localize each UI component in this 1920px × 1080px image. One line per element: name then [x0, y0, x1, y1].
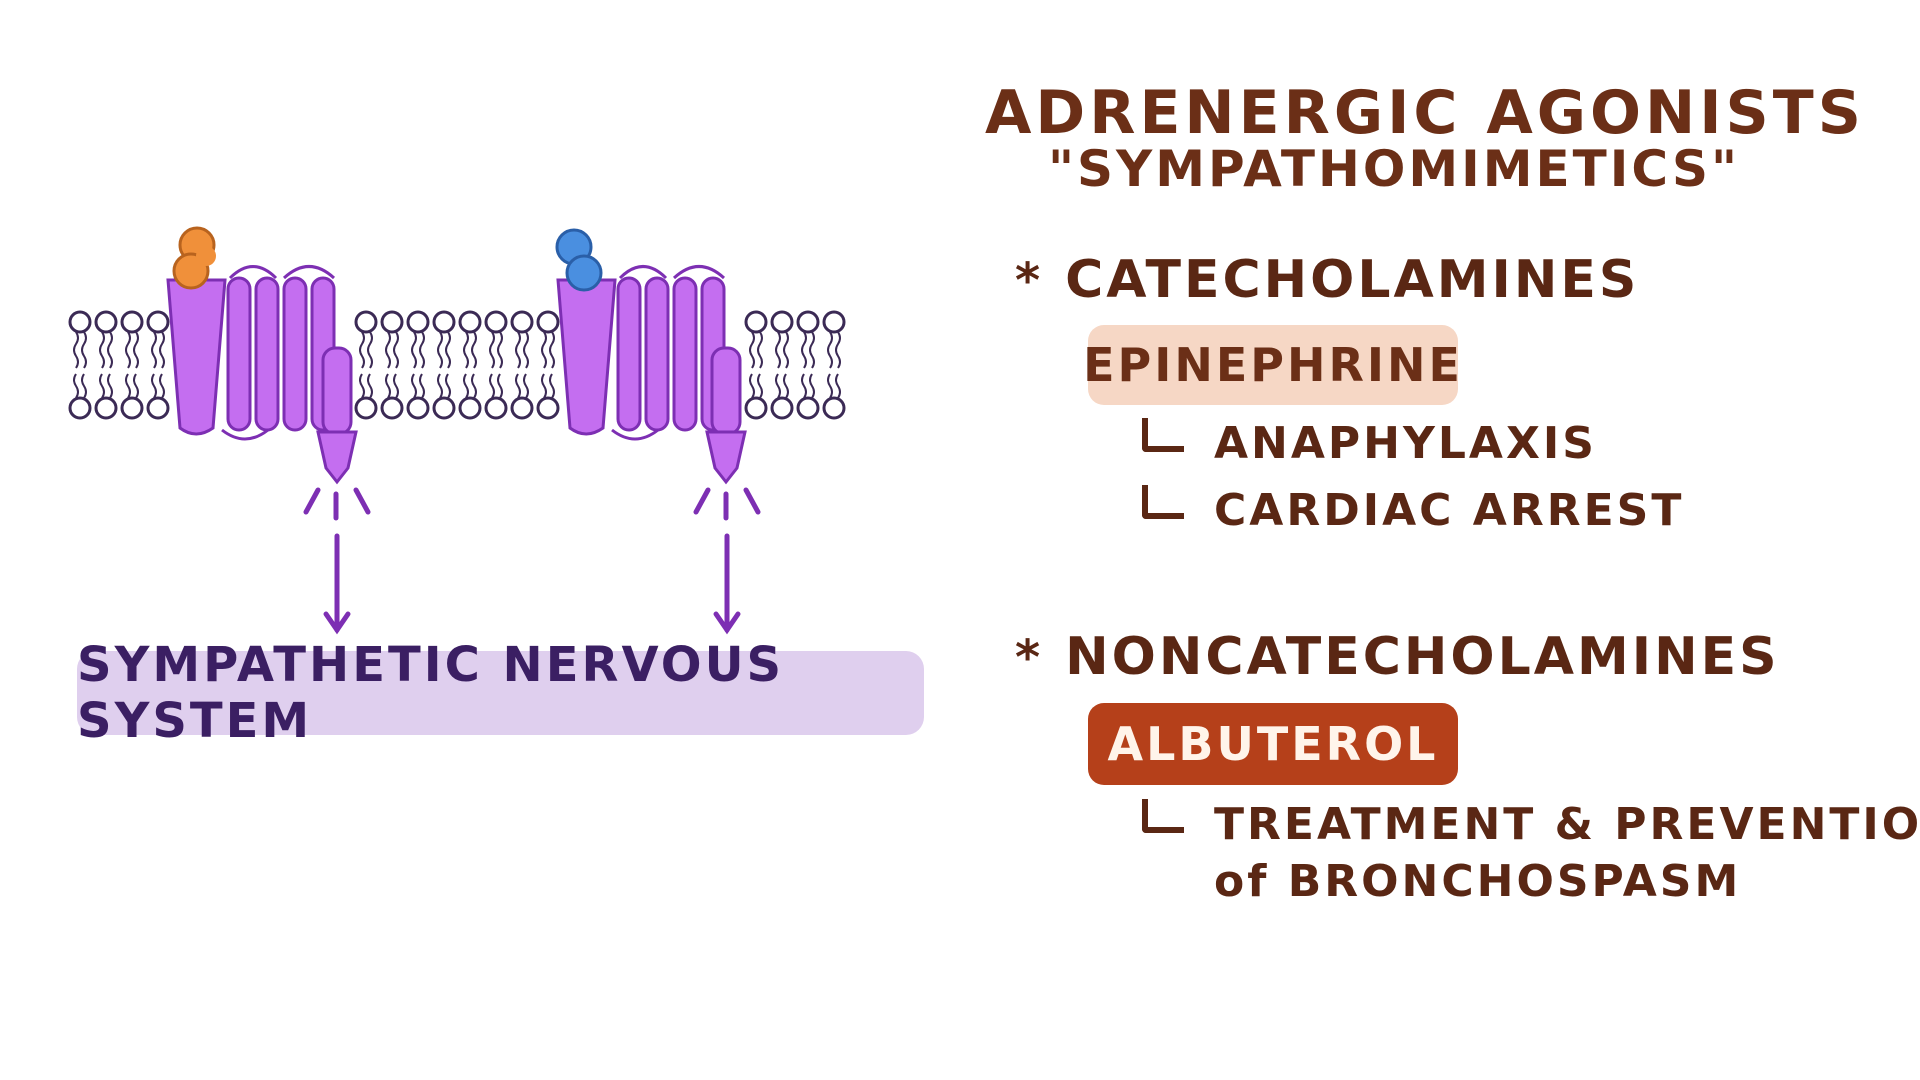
lipid-bilayer-membrane — [68, 310, 846, 420]
lipid-tail — [515, 331, 529, 399]
lipid-head-inner — [68, 396, 92, 420]
lipid-tail — [489, 331, 503, 399]
branch-connector-icon — [1142, 418, 1184, 452]
lipid-tail — [73, 331, 87, 399]
use-anaphylaxis-text: ANAPHYLAXIS — [1214, 418, 1597, 469]
lipid-head-outer — [484, 310, 508, 334]
signal-burst-right — [693, 487, 761, 521]
lipid-tail — [827, 331, 841, 399]
lipid-tail — [541, 331, 555, 399]
lipid-tail — [749, 331, 763, 399]
lipid-head-inner — [146, 396, 170, 420]
lipid-head-inner — [744, 396, 768, 420]
lipid-head-outer — [146, 310, 170, 334]
lipid-head-inner — [458, 396, 482, 420]
lipid-head-inner — [796, 396, 820, 420]
sympathetic-nervous-system-label: SYMPATHETIC NERVOUS SYSTEM — [77, 637, 924, 749]
lipid-head-outer — [432, 310, 456, 334]
albuterol-badge: ALBUTEROL — [1088, 703, 1458, 785]
use-treatment-prevention: TREATMENT & PREVENTION — [1142, 799, 1920, 850]
catecholamines-heading-text: CATECHOLAMINES — [1065, 250, 1640, 310]
lipid-head-inner — [120, 396, 144, 420]
page-title: ADRENERGIC AGONISTS — [985, 78, 1865, 148]
use-bronchospasm: of BRONCHOSPASM — [1214, 856, 1742, 907]
lipid-head-outer — [796, 310, 820, 334]
use-anaphylaxis: ANAPHYLAXIS — [1142, 418, 1597, 469]
lipid-head-outer — [406, 310, 430, 334]
lipid-head-inner — [432, 396, 456, 420]
noncatecholamines-heading: * NONCATECHOLAMINES — [1015, 627, 1780, 687]
blue-ligand — [555, 228, 603, 292]
lipid-tail — [411, 331, 425, 399]
noncatecholamines-heading-text: NONCATECHOLAMINES — [1065, 627, 1780, 687]
branch-connector-icon — [1142, 799, 1184, 833]
lipid-tail — [151, 331, 165, 399]
lipid-head-outer — [510, 310, 534, 334]
lipid-head-outer — [458, 310, 482, 334]
lipid-head-outer — [354, 310, 378, 334]
use-treatment-prevention-text: TREATMENT & PREVENTION — [1214, 799, 1920, 850]
epinephrine-badge: EPINEPHRINE — [1083, 325, 1460, 405]
branch-connector-icon — [1142, 485, 1184, 519]
lipid-head-inner — [380, 396, 404, 420]
signal-burst-left — [303, 487, 371, 521]
orange-ligand — [172, 226, 216, 290]
gpcr-receptor-left — [166, 265, 358, 485]
page-subtitle: "SYMPATHOMIMETICS" — [1048, 140, 1741, 198]
lipid-head-outer — [68, 310, 92, 334]
lipid-head-inner — [94, 396, 118, 420]
lipid-head-inner — [770, 396, 794, 420]
use-cardiac-arrest: CARDIAC ARREST — [1142, 485, 1684, 536]
arrow-down-right — [713, 533, 741, 635]
lipid-tail — [359, 331, 373, 399]
lipid-head-inner — [822, 396, 846, 420]
lipid-head-outer — [744, 310, 768, 334]
lipid-head-inner — [510, 396, 534, 420]
arrow-down-left — [323, 533, 351, 635]
lipid-head-outer — [380, 310, 404, 334]
lipid-head-outer — [822, 310, 846, 334]
lipid-head-inner — [484, 396, 508, 420]
catecholamines-heading: * CATECHOLAMINES — [1015, 250, 1639, 310]
lipid-head-outer — [94, 310, 118, 334]
bullet-star-icon: * — [1015, 253, 1044, 309]
use-cardiac-arrest-text: CARDIAC ARREST — [1214, 485, 1685, 536]
lipid-head-inner — [354, 396, 378, 420]
bullet-star-icon: * — [1015, 630, 1044, 686]
lipid-head-inner — [406, 396, 430, 420]
lipid-head-outer — [120, 310, 144, 334]
lipid-head-inner — [536, 396, 560, 420]
lipid-tail — [125, 331, 139, 399]
lipid-tail — [99, 331, 113, 399]
lipid-head-outer — [770, 310, 794, 334]
lipid-head-outer — [536, 310, 560, 334]
lipid-tail — [463, 331, 477, 399]
lipid-tail — [385, 331, 399, 399]
gpcr-receptor-right — [556, 265, 747, 485]
lipid-tail — [775, 331, 789, 399]
lipid-tail — [801, 331, 815, 399]
lipid-tail — [437, 331, 451, 399]
